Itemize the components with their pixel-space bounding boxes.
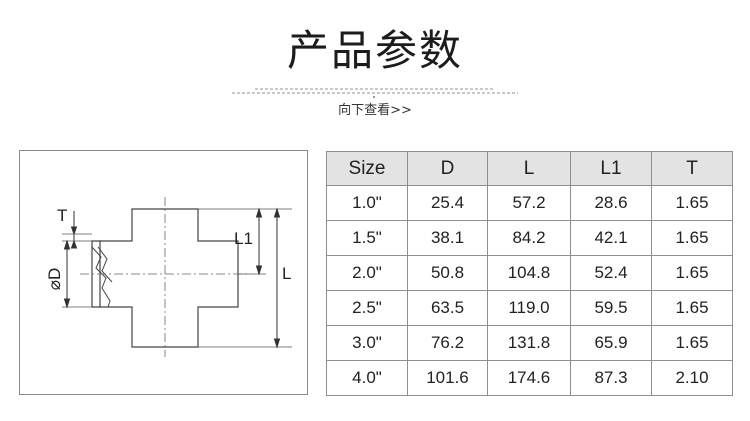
cell-t: 1.65 <box>651 255 733 291</box>
cell-d: 50.8 <box>407 255 488 291</box>
cell-l: 84.2 <box>487 220 571 256</box>
cell-l1: 87.3 <box>570 360 652 396</box>
table-row: 2.0" 50.8 104.8 52.4 1.65 <box>326 255 733 291</box>
spec-table: Size D L L1 T 1.0" 25.4 57.2 28.6 1.65 1… <box>326 151 733 396</box>
cell-l: 119.0 <box>487 290 571 326</box>
cell-l1: 65.9 <box>570 325 652 361</box>
cell-d: 38.1 <box>407 220 488 256</box>
cell-l1: 28.6 <box>570 185 652 221</box>
cell-t: 1.65 <box>651 220 733 256</box>
cell-size: 1.0" <box>326 185 408 221</box>
view-more-link[interactable]: 向下查看>> <box>338 103 412 118</box>
cell-d: 63.5 <box>407 290 488 326</box>
cell-size: 4.0" <box>326 360 408 396</box>
table-row: 2.5" 63.5 119.0 59.5 1.65 <box>326 290 733 326</box>
header-size: Size <box>326 151 408 186</box>
cell-size: 3.0" <box>326 325 408 361</box>
header-l: L <box>487 151 571 186</box>
cell-l1: 52.4 <box>570 255 652 291</box>
cell-size: 2.0" <box>326 255 408 291</box>
header-d: D <box>407 151 488 186</box>
fine-print-line <box>232 92 518 94</box>
cell-l1: 59.5 <box>570 290 652 326</box>
header-t: T <box>651 151 733 186</box>
fine-print-line <box>255 88 495 90</box>
cross-outline <box>99 208 239 348</box>
cell-l: 104.8 <box>487 255 571 291</box>
cut-line-inner <box>97 246 113 283</box>
label-d: ⌀D <box>45 268 64 291</box>
cell-d: 101.6 <box>407 360 488 396</box>
fine-print-dot <box>373 96 375 98</box>
header-l1: L1 <box>570 151 652 186</box>
cell-size: 2.5" <box>326 290 408 326</box>
cell-d: 76.2 <box>407 325 488 361</box>
cell-l1: 42.1 <box>570 220 652 256</box>
table-header-row: Size D L L1 T <box>326 151 733 186</box>
table-row: 4.0" 101.6 174.6 87.3 2.10 <box>326 360 733 396</box>
cell-t: 1.65 <box>651 325 733 361</box>
label-l: L <box>282 264 291 283</box>
label-l1: L1 <box>234 229 253 248</box>
cross-fitting-diagram: T ⌀D L1 L <box>19 150 308 395</box>
cell-size: 1.5" <box>326 220 408 256</box>
cell-d: 25.4 <box>407 185 488 221</box>
cell-t: 2.10 <box>651 360 733 396</box>
label-t: T <box>57 206 67 225</box>
page-title: 产品参数 <box>286 26 463 75</box>
cell-l: 174.6 <box>487 360 571 396</box>
cell-l: 131.8 <box>487 325 571 361</box>
table-row: 1.5" 38.1 84.2 42.1 1.65 <box>326 220 733 256</box>
table-row: 1.0" 25.4 57.2 28.6 1.65 <box>326 185 733 221</box>
cell-t: 1.65 <box>651 185 733 221</box>
cell-l: 57.2 <box>487 185 571 221</box>
cut-line <box>91 246 111 308</box>
cross-fitting-drawing: T ⌀D L1 L <box>45 197 292 357</box>
table-row: 3.0" 76.2 131.8 65.9 1.65 <box>326 325 733 361</box>
cell-t: 1.65 <box>651 290 733 326</box>
